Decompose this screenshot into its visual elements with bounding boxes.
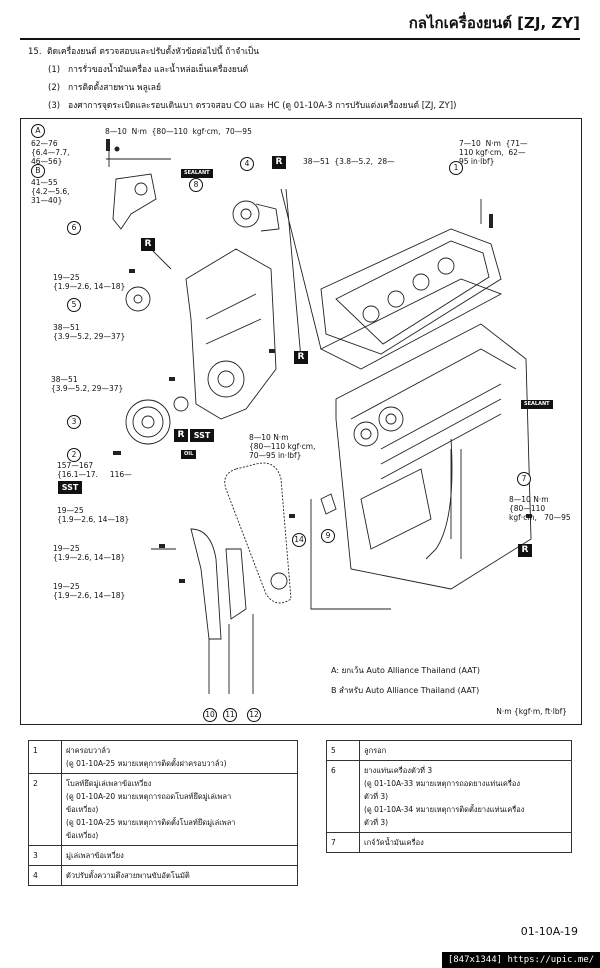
callout-10: 10 [203, 708, 217, 722]
step-15: 15. ติดเครื่องยนต์ ตรวจสอบและปรับตั้งหัว… [28, 44, 259, 58]
table-row: 6 ยางแท่นเครื่องตัวที่ 3 (ดู 01-10A-33 ห… [326, 760, 572, 833]
sealant-mark: SEALANT [521, 400, 553, 409]
callout-8: 8 [189, 178, 203, 192]
torque-label: 41—55 {4.2—5.6, 31—40} [31, 178, 70, 205]
page-header: กลไกเครื่องยนต์ [ZJ, ZY] [20, 8, 580, 40]
torque-label: 19—25 {1.9—2.6, 14—18} [53, 273, 126, 291]
table-row: 3 มู่เล่เพลาข้อเหวี่ยง [28, 845, 298, 866]
exploded-diagram: 8—10 N·m {80—110 kgf·cm, 70—95 62—76 {6.… [20, 118, 582, 725]
part-number: 6 [326, 760, 360, 833]
part-number: 5 [326, 740, 360, 761]
step-item: (3)องศาการจุดระเบิดและรอบเดินเบา ตรวจสอบ… [48, 101, 457, 111]
part-description: มู่เล่เพลาข้อเหวี่ยง [61, 845, 298, 866]
part-description: โบลท์ยึดมู่เล่เพลาข้อเหวี่ยง (ดู 01-10A-… [61, 773, 298, 846]
torque-label: 38—51 {3.8—5.2, 28— [303, 157, 395, 166]
sealant-mark: SEALANT [181, 169, 213, 178]
torque-label: 38—51 {3.9—5.2, 29—37} [51, 375, 124, 393]
callout-9: 9 [321, 529, 335, 543]
callout-4: 4 [240, 157, 254, 171]
part-number: 4 [28, 865, 62, 886]
parts-table-right: 5 ลูกรอก 6 ยางแท่นเครื่องตัวที่ 3 (ดู 01… [326, 740, 572, 853]
page-number: 01-10A-19 [520, 925, 578, 938]
part-description: เกจ์วัดน้ำมันเครื่อง [359, 832, 572, 853]
torque-label: 38—51 {3.9—5.2, 29—37} [53, 323, 126, 341]
legend-a: A: ยกเว้น Auto Alliance Thailand (AAT) [331, 666, 481, 675]
part-number: 2 [28, 773, 62, 846]
oil-mark: OIL [181, 450, 197, 459]
callout-2: 2 [67, 448, 81, 462]
part-description: ยางแท่นเครื่องตัวที่ 3 (ดู 01-10A-33 หมา… [359, 760, 572, 833]
watermark: [847x1344] https://upic.me/ [442, 952, 600, 968]
callout-5: 5 [67, 298, 81, 312]
torque-label: 19—25 {1.9—2.6, 14—18} [53, 582, 126, 600]
variant-a-marker: A [31, 124, 45, 138]
variant-b-marker: B [31, 164, 45, 178]
callout-11: 11 [223, 708, 237, 722]
step-item: (1)การรั่วของน้ำมันเครื่อง และน้ำหล่อเย็… [48, 65, 249, 75]
torque-label: 8—10 N·m {80—110 kgf·cm, 70—95 in·lbf} [249, 433, 316, 460]
replace-mark: R [174, 429, 188, 442]
legend-b: B สำหรับ Auto Alliance Thailand (AAT) [331, 686, 480, 695]
part-number: 7 [326, 832, 360, 853]
torque-label: 19—25 {1.9—2.6, 14—18} [57, 506, 130, 524]
sst-mark: SST [58, 481, 82, 494]
torque-label: 157—167 {16.1—17. 116— [57, 461, 132, 479]
parts-table-left: 1 ฝาครอบวาล์ว (ดู 01-10A-25 หมายเหตุการต… [28, 740, 298, 886]
step-text: ติดเครื่องยนต์ ตรวจสอบและปรับตั้งหัวข้อต… [46, 47, 260, 57]
table-row: 5 ลูกรอก [326, 740, 572, 761]
step-item: (2)การติดตั้งสายพาน พลูเลย์ [48, 83, 161, 93]
replace-mark: R [272, 156, 286, 169]
table-row: 2 โบลท์ยึดมู่เล่เพลาข้อเหวี่ยง (ดู 01-10… [28, 773, 298, 846]
sst-mark: SST [190, 429, 214, 442]
step-number: 15. [28, 47, 42, 57]
units-note: N·m {kgf·m, ft·lbf} [496, 707, 567, 716]
replace-mark: R [518, 544, 532, 557]
torque-label: 7—10 N·m {71— 110 kgf·cm, 62— 95 in·lbf} [459, 139, 528, 166]
callout-14: 14 [292, 533, 306, 547]
callout-6: 6 [67, 221, 81, 235]
part-description: ลูกรอก [359, 740, 572, 761]
table-row: 1 ฝาครอบวาล์ว (ดู 01-10A-25 หมายเหตุการต… [28, 740, 298, 774]
torque-label: 8—10 N·m {80—110 kgf·cm, 70—95 [105, 127, 252, 136]
part-description: ตัวปรับตั้งความตึงสายพานขับอัตโนมัติ [61, 865, 298, 886]
part-description: ฝาครอบวาล์ว (ดู 01-10A-25 หมายเหตุการติด… [61, 740, 298, 774]
torque-label: 62—76 {6.4—7.7, 46—56} [31, 139, 70, 166]
torque-label: 19—25 {1.9—2.6, 14—18} [53, 544, 126, 562]
callout-3: 3 [67, 415, 81, 429]
page-title: กลไกเครื่องยนต์ [ZJ, ZY] [408, 14, 580, 32]
table-row: 7 เกจ์วัดน้ำมันเครื่อง [326, 832, 572, 853]
part-number: 1 [28, 740, 62, 774]
callout-1: 1 [449, 161, 463, 175]
table-row: 4 ตัวปรับตั้งความตึงสายพานขับอัตโนมัติ [28, 865, 298, 886]
engine-illustration [106, 139, 532, 694]
callout-7: 7 [517, 472, 531, 486]
replace-mark: R [141, 238, 155, 251]
part-number: 3 [28, 845, 62, 866]
torque-label: 8—10 N·m {80—110 kgf·cm, 70—95 [509, 495, 571, 522]
replace-mark: R [294, 351, 308, 364]
callout-12: 12 [247, 708, 261, 722]
